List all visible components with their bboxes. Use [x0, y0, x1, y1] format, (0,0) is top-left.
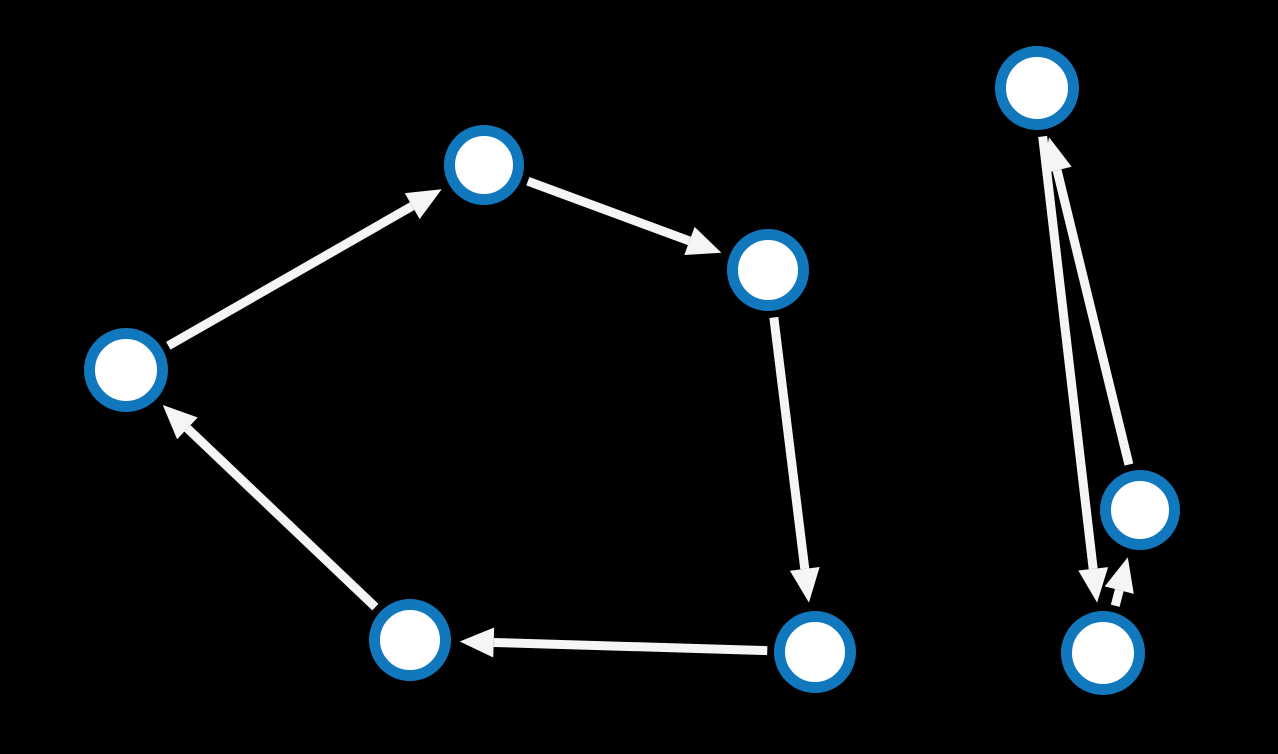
- graph-edge: [769, 316, 820, 603]
- graph-node[interactable]: [369, 599, 451, 681]
- node-circle[interactable]: [1061, 611, 1145, 695]
- edge-shaft: [526, 176, 692, 246]
- node-circle[interactable]: [84, 328, 168, 412]
- edge-arrowhead-icon: [404, 189, 442, 220]
- edge-arrowhead-icon: [1042, 137, 1072, 174]
- node-circle[interactable]: [444, 125, 524, 205]
- edge-shaft: [1110, 588, 1124, 607]
- node-circle[interactable]: [774, 611, 856, 693]
- graph-node[interactable]: [995, 46, 1079, 130]
- graph-edge: [1038, 135, 1109, 603]
- edge-arrowhead-icon: [459, 627, 495, 658]
- node-circle[interactable]: [369, 599, 451, 681]
- edge-shaft: [769, 316, 810, 570]
- edge-layer: [162, 135, 1134, 658]
- graph-edge: [1104, 557, 1134, 607]
- graph-edge: [162, 404, 379, 611]
- edge-shaft: [1052, 169, 1134, 466]
- node-circle[interactable]: [995, 46, 1079, 130]
- graph-node[interactable]: [1100, 470, 1180, 550]
- edge-arrowhead-icon: [1104, 557, 1134, 594]
- edge-shaft: [166, 202, 415, 350]
- graph-edge: [526, 176, 722, 256]
- graph-edge: [166, 189, 442, 350]
- edge-shaft: [1038, 135, 1098, 570]
- edge-shaft: [184, 425, 379, 611]
- edge-arrowhead-icon: [789, 567, 820, 603]
- edge-arrowhead-icon: [1078, 567, 1109, 603]
- node-circle[interactable]: [727, 229, 809, 311]
- graph-node[interactable]: [1061, 611, 1145, 695]
- edge-arrowhead-icon: [162, 404, 198, 440]
- graph-edge: [459, 627, 768, 658]
- edge-shaft: [493, 637, 768, 656]
- node-layer: [84, 46, 1180, 695]
- graph-node[interactable]: [444, 125, 524, 205]
- graph-node[interactable]: [727, 229, 809, 311]
- node-circle[interactable]: [1100, 470, 1180, 550]
- graph-edge: [1042, 137, 1134, 466]
- edge-arrowhead-icon: [684, 226, 722, 256]
- graph-node[interactable]: [84, 328, 168, 412]
- graph-node[interactable]: [774, 611, 856, 693]
